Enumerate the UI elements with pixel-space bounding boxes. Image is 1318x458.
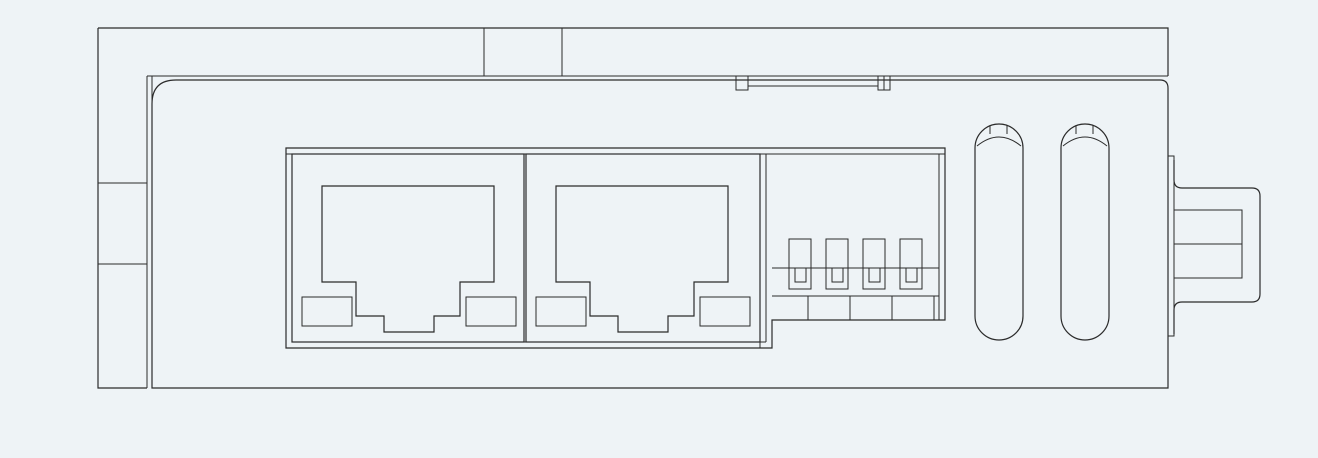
dip-switch-4 xyxy=(899,238,923,290)
rj45-port-1 xyxy=(291,153,525,343)
top-latch xyxy=(735,75,891,91)
side-connector xyxy=(1167,155,1261,337)
oval-slot-1 xyxy=(974,123,1024,341)
port-1-led-right xyxy=(465,296,517,327)
port-2-led-right xyxy=(699,296,751,327)
port-module xyxy=(285,147,946,349)
device-housing xyxy=(151,79,1169,389)
port-1-led-left xyxy=(301,296,353,327)
port-2-led-left xyxy=(535,296,587,327)
dip-switch-1 xyxy=(788,238,812,290)
dip-switch-3 xyxy=(862,238,886,290)
dip-switch-block xyxy=(772,238,939,320)
rj45-port-2 xyxy=(525,153,761,343)
dip-switch-2 xyxy=(825,238,849,290)
oval-slot-2 xyxy=(1060,123,1110,341)
mounting-bracket xyxy=(97,27,1169,389)
